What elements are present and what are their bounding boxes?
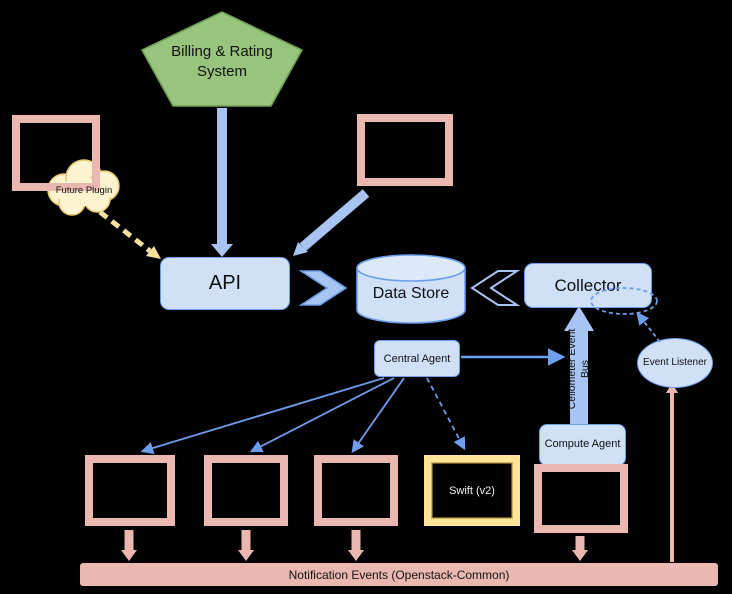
event-listener-node: Event Listener [637,338,713,388]
data-store-label: Data Store [372,285,450,303]
arrow-centralagent-to-swift [426,377,466,451]
collector-node: Collector [524,263,652,308]
pink-frame-bottom-1 [85,455,175,526]
pink-frame-bottom-4 [534,464,628,533]
api-label: API [208,272,242,294]
api-node: API [160,257,290,310]
arrow-topframe-to-api [299,189,370,251]
compute-agent-label: Compute Agent [544,438,621,451]
arrow-plugin-to-api [98,210,152,253]
arrow-centralagent-to-node2 [249,377,395,453]
notification-events-label: Notification Events (Openstack-Common) [288,567,510,582]
billing-rating-system-label: Billing & Rating System [171,43,273,80]
chevron-api-to-datastore [298,270,348,306]
arrowhead-node3-to-bar [348,550,364,561]
arrow-centralagent-to-node1 [140,377,385,455]
arrow-centralagent-to-node3 [351,377,405,454]
central-agent-label: Central Agent [383,352,451,365]
swift-node: Swift (v2) [424,455,520,526]
swift-label: Swift (v2) [449,484,495,497]
chevron-collector-to-datastore [470,270,521,306]
pink-frame-top-middle [357,114,453,186]
ceilometer-event-bus-label: Ceilometer Event Bus [566,328,591,410]
arrowhead-node1-to-bar [121,550,137,561]
arrowhead-node2-to-bar [238,550,254,561]
event-listener-label: Event Listener [643,357,707,368]
arrowhead-billing-to-api [211,244,233,257]
collector-label: Collector [554,275,622,295]
pink-frame-top-left [12,115,100,191]
pink-frame-bottom-3 [314,455,398,526]
notification-events-bar: Notification Events (Openstack-Common) [80,563,718,586]
arrowhead-node5-to-bar [572,550,588,561]
arrowhead-plugin-to-api [146,246,161,259]
dashed-line-eventlistener-to-collector [636,312,661,343]
central-agent-node: Central Agent [374,340,460,377]
arrowhead-topframe-to-api [293,242,308,256]
pink-frame-bottom-2 [204,455,288,526]
future-plugin-label: Future Plugin [55,184,113,196]
compute-agent-node: Compute Agent [539,424,626,466]
